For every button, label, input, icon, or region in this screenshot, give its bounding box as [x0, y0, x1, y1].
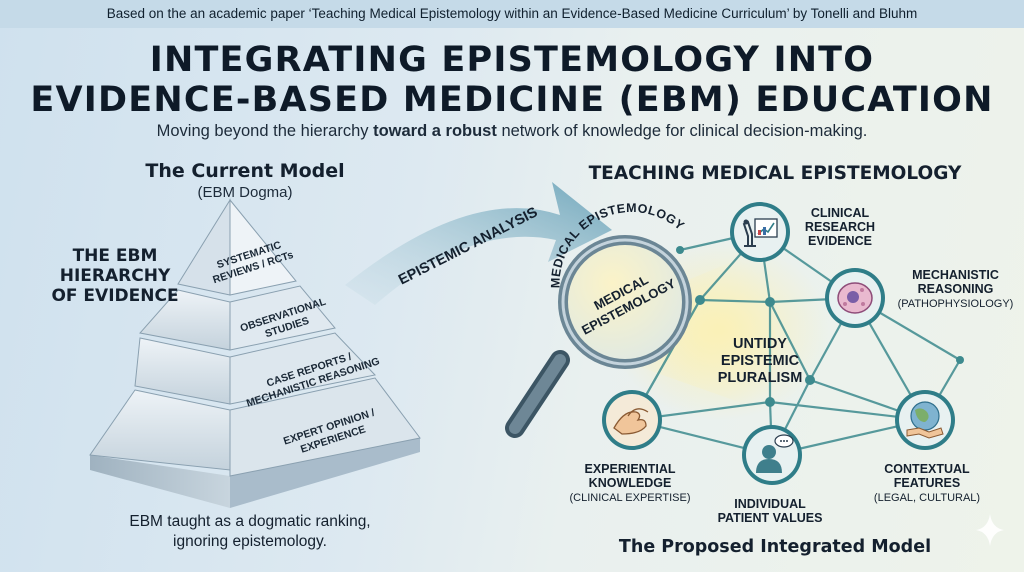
pluralism-label: UNTIDY EPISTEMIC PLURALISM	[717, 336, 803, 386]
node-individual	[742, 425, 802, 485]
hands-icon	[613, 408, 649, 435]
current-model-caption: EBM taught as a dogmatic ranking, ignori…	[129, 513, 371, 550]
node-clinical	[730, 202, 790, 262]
current-model-subheading: (EBM Dogma)	[197, 184, 293, 201]
current-model-heading: The Current Model	[145, 160, 345, 182]
cell-icon	[837, 282, 873, 314]
patient-values-label: INDIVIDUAL PATIENT VALUES	[717, 497, 823, 525]
contextual-features-label: CONTEXTUAL FEATURES (LEGAL, CULTURAL)	[873, 462, 981, 504]
page-title-line-2: EVIDENCE-BASED MEDICINE (EBM) EDUCATION	[30, 80, 994, 120]
evidence-pyramid	[89, 198, 421, 508]
clinical-evidence-label: CLINICAL RESEARCH EVIDENCE	[804, 206, 876, 248]
sparkle-icon	[976, 514, 1004, 546]
node-experiential	[602, 390, 662, 450]
magnifying-glass-icon	[505, 235, 692, 438]
hierarchy-label: THE EBM HIERARCHY OF EVIDENCE	[51, 246, 179, 306]
patient-thought-icon	[756, 434, 794, 473]
page-subtitle: Moving beyond the hierarchy toward a rob…	[156, 122, 868, 140]
node-mechanistic	[825, 268, 885, 328]
page-title-line-1: INTEGRATING EPISTEMOLOGY INTO	[149, 40, 875, 80]
analysis-arrow	[345, 182, 612, 305]
globe-handshake-icon	[906, 401, 944, 439]
citation-banner: Based on the an academic paper ‘Teaching…	[0, 0, 1024, 28]
experiential-knowledge-label: EXPERIENTIAL KNOWLEDGE (CLINICAL EXPERTI…	[569, 462, 691, 504]
teaching-heading: TEACHING MEDICAL EPISTEMOLOGY	[588, 163, 962, 184]
integrated-model-footer: The Proposed Integrated Model	[618, 537, 932, 557]
microscope-chart-icon	[742, 218, 778, 247]
node-contextual	[895, 390, 955, 450]
mechanistic-reasoning-label: MECHANISTIC REASONING (PATHOPHYSIOLOGY)	[897, 268, 1014, 310]
